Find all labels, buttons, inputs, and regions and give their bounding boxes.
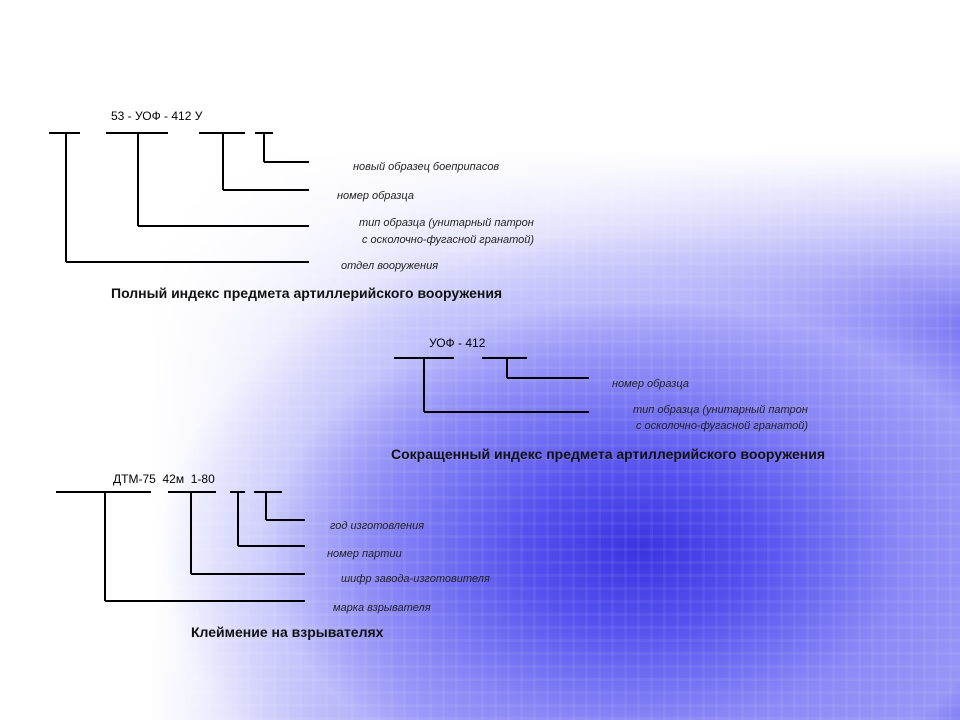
full-index-caption: Полный индекс предмета артиллерийского в… <box>111 285 503 301</box>
full-index-brackets <box>49 132 309 263</box>
fuze-label-year: год изготовления <box>330 520 425 532</box>
full-index-label-sample-type-line2: с осколочно-фугасной гранатой) <box>362 234 535 246</box>
fuze-marking-caption: Клеймение на взрывателях <box>191 624 384 640</box>
full-index-label-sample-type-line1: тип образца (унитарный патрон <box>359 217 534 229</box>
full-index-label-department: отдел вооружения <box>341 260 439 272</box>
short-index-caption: Сокращенный индекс предмета артиллерийск… <box>391 446 825 462</box>
short-index-label-sample-number: номер образца <box>612 378 689 390</box>
short-index-code: УОФ - 412 <box>429 336 486 350</box>
fuze-label-fuze-brand: марка взрывателя <box>333 602 431 614</box>
full-index-label-sample-number: номер образца <box>337 190 414 202</box>
fuze-label-factory: шифр завода-изготовителя <box>341 573 490 585</box>
fuze-label-batch: номер партии <box>327 548 402 560</box>
fuze-marking-code: ДТМ-75 42м 1-80 <box>113 472 215 486</box>
fuze-marking-brackets <box>56 491 305 602</box>
full-index-code: 53 - УОФ - 412 У <box>111 109 203 123</box>
short-index-label-sample-type-line1: тип образца (унитарный патрон <box>633 404 808 416</box>
short-index-brackets <box>394 357 589 413</box>
full-index-label-new-sample: новый образец боеприпасов <box>353 161 500 173</box>
short-index-label-sample-type-line2: с осколочно-фугасной гранатой) <box>636 420 809 432</box>
